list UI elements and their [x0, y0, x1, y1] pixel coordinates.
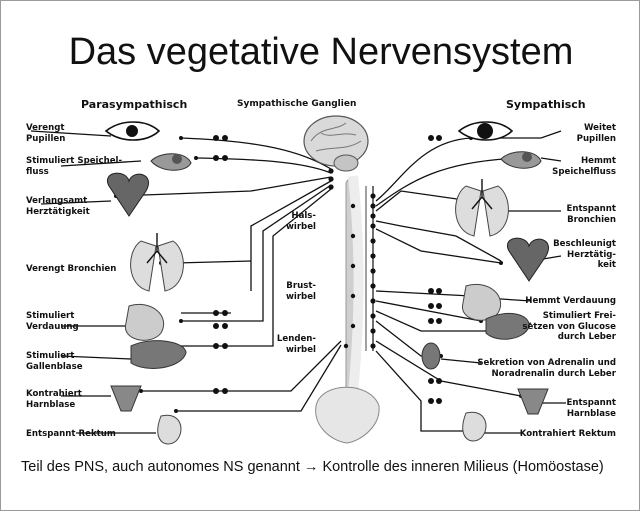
- label-entspannt-bronchien: Entspannt Bronchien: [521, 204, 616, 225]
- label-glucose-leber: Stimuliert Frei- setzen von Glucose durc…: [501, 311, 616, 343]
- eye-right-icon: [459, 122, 512, 140]
- kidney-right-icon: [422, 343, 440, 369]
- label-entspannt-harnblase: Entspannt Harnblase: [521, 398, 616, 419]
- eye-left-icon: [106, 122, 159, 140]
- rectum-left-icon: [158, 415, 181, 444]
- salivary-gland-left-icon: [151, 154, 191, 171]
- liver-left-icon: [131, 341, 186, 369]
- bladder-left-icon: [111, 386, 141, 411]
- label-verlangsamt-herztaetigkeit: Verlangsamt Herztätigkeit: [26, 196, 90, 217]
- label-adrenalin-noradrenalin: Sekretion von Adrenalin und Noradrenalin…: [456, 358, 616, 379]
- stomach-left-icon: [125, 304, 163, 340]
- label-hemmt-speichelfluss: Hemmt Speichelfluss: [521, 156, 616, 177]
- label-kontrahiert-rektum: Kontrahiert Rektum: [501, 429, 616, 440]
- lungs-left-icon: [131, 233, 184, 291]
- label-stimuliert-gallenblase: Stimuliert Gallenblase: [26, 351, 83, 372]
- label-beschleunigt-herztaetigkeit: Beschleunigt Herztätig- keit: [521, 239, 616, 271]
- label-kontrahiert-harnblase: Kontrahiert Harnblase: [26, 389, 82, 410]
- label-lendenwirbel: Lenden- wirbel: [274, 334, 316, 355]
- label-verengt-pupillen: Verengt Pupillen: [26, 123, 65, 144]
- label-halswirbel: Hals- wirbel: [274, 211, 316, 232]
- lungs-right-icon: [456, 179, 509, 236]
- brain-illustration: [304, 116, 368, 171]
- label-weitet-pupillen: Weitet Pupillen: [521, 123, 616, 144]
- rectum-right-icon: [463, 412, 486, 441]
- heart-left-icon: [107, 173, 148, 216]
- label-stimuliert-verdauung: Stimuliert Verdauung: [26, 311, 79, 332]
- label-stimuliert-speichelfluss: Stimuliert Speichel- fluss: [26, 156, 122, 177]
- label-brustwirbel: Brust- wirbel: [274, 281, 316, 302]
- label-hemmt-verdauung: Hemmt Verdauung: [501, 296, 616, 307]
- label-entspannt-rektum: Entspannt Rektum: [26, 429, 116, 440]
- pelvis-illustration: [316, 387, 379, 443]
- caption: Teil des PNS, auch autonomes NS genannt …: [21, 458, 631, 477]
- label-verengt-bronchien: Verengt Bronchien: [26, 264, 116, 275]
